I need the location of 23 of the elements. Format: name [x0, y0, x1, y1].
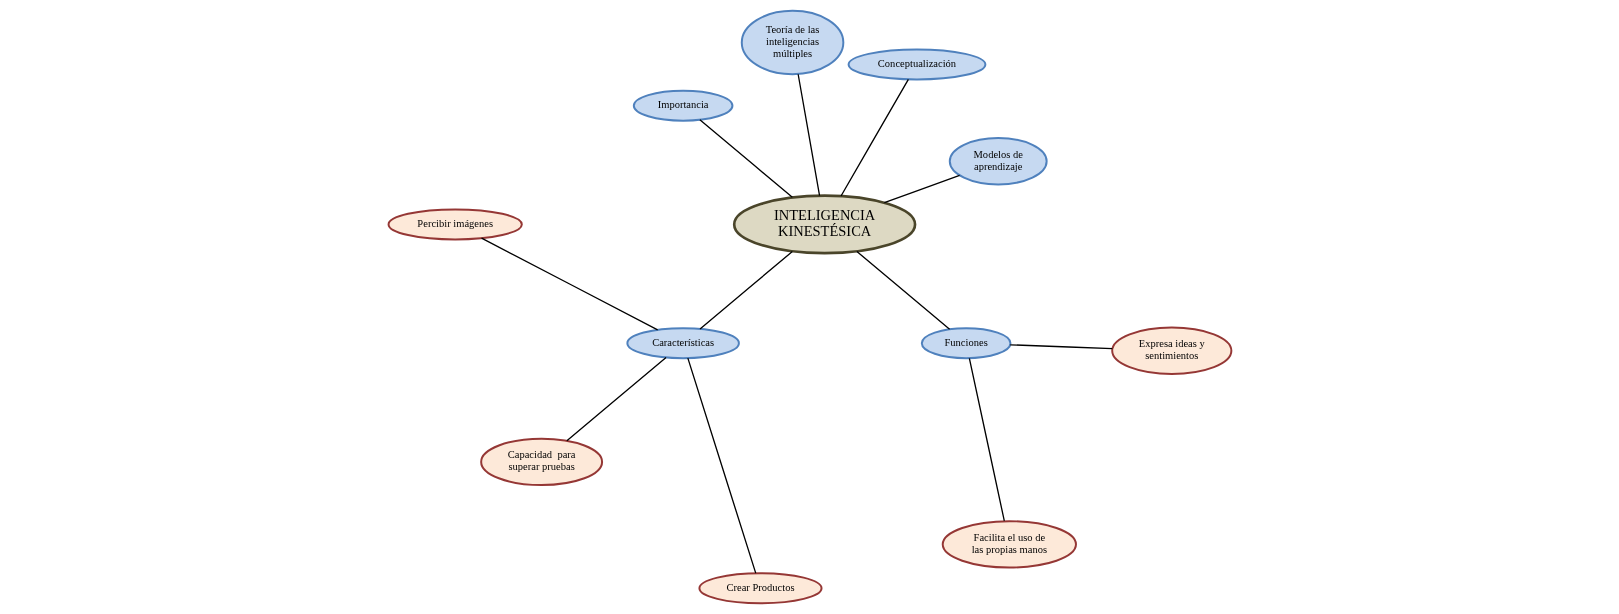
connector — [698, 250, 793, 330]
connector — [686, 357, 756, 574]
connector — [565, 356, 667, 442]
connector — [883, 174, 960, 204]
node-ellipse: Modelos de aprendizaje — [948, 137, 1048, 186]
node-ellipse: Características — [625, 327, 740, 360]
node-ellipse: Conceptualización — [847, 48, 986, 81]
node-ellipse: Funciones — [920, 327, 1011, 360]
node-ellipse: Facilita el uso de las propias manos — [941, 520, 1077, 569]
node-ellipse: Percibir imágenes — [387, 208, 523, 241]
node-ellipse: INTELIGENCIA KINESTÉSICA — [732, 194, 916, 255]
connector — [968, 357, 1005, 522]
node-ellipse: Importancia — [632, 89, 733, 122]
node-ellipse: Crear Productos — [697, 572, 823, 605]
node-ellipse: Capacidad para superar pruebas — [479, 437, 603, 487]
connector — [698, 119, 793, 198]
node-ellipse: Teoría de las inteligencias múltiples — [740, 9, 844, 76]
connector — [1009, 344, 1113, 350]
node-ellipse: Expresa ideas y sentimientos — [1110, 326, 1232, 375]
connector — [480, 237, 658, 331]
connector — [839, 78, 909, 197]
connector — [855, 250, 950, 330]
connector — [797, 73, 820, 197]
